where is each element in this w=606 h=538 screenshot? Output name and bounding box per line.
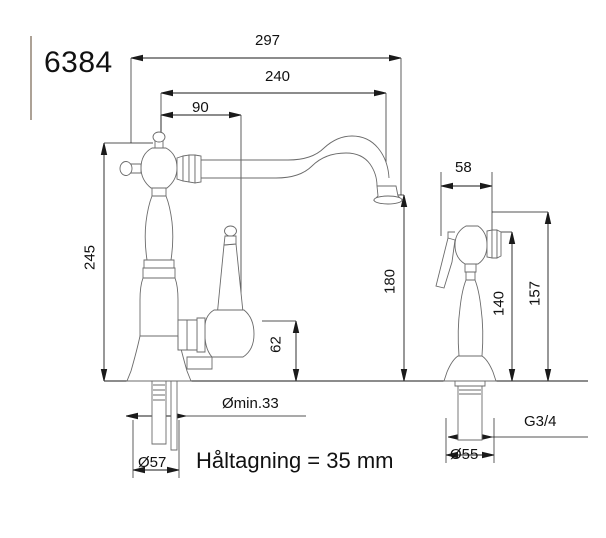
dim-label-d55: Ø55: [450, 446, 479, 463]
dim-label-297: 297: [255, 32, 281, 49]
product-code: 6384: [44, 46, 113, 79]
dim-label-62: 62: [267, 336, 285, 353]
dim-label-90: 90: [192, 99, 209, 116]
side-spray-geometry: [435, 225, 502, 441]
dim-label-dmin33: Ømin.33: [222, 395, 279, 412]
dim-label-245: 245: [81, 244, 99, 271]
tap-shank: [151, 380, 178, 451]
dim-label-d57: Ø57: [138, 454, 167, 471]
dim-label-g34: G3/4: [524, 413, 557, 430]
dim-label-58: 58: [455, 159, 472, 176]
dim-label-240: 240: [265, 68, 291, 85]
tap-body-geometry: [119, 131, 404, 382]
dim-label-157: 157: [526, 280, 544, 307]
dim-label-180: 180: [381, 268, 399, 295]
dim-label-140: 140: [490, 290, 508, 317]
installation-note: Håltagning = 35 mm: [196, 448, 394, 473]
